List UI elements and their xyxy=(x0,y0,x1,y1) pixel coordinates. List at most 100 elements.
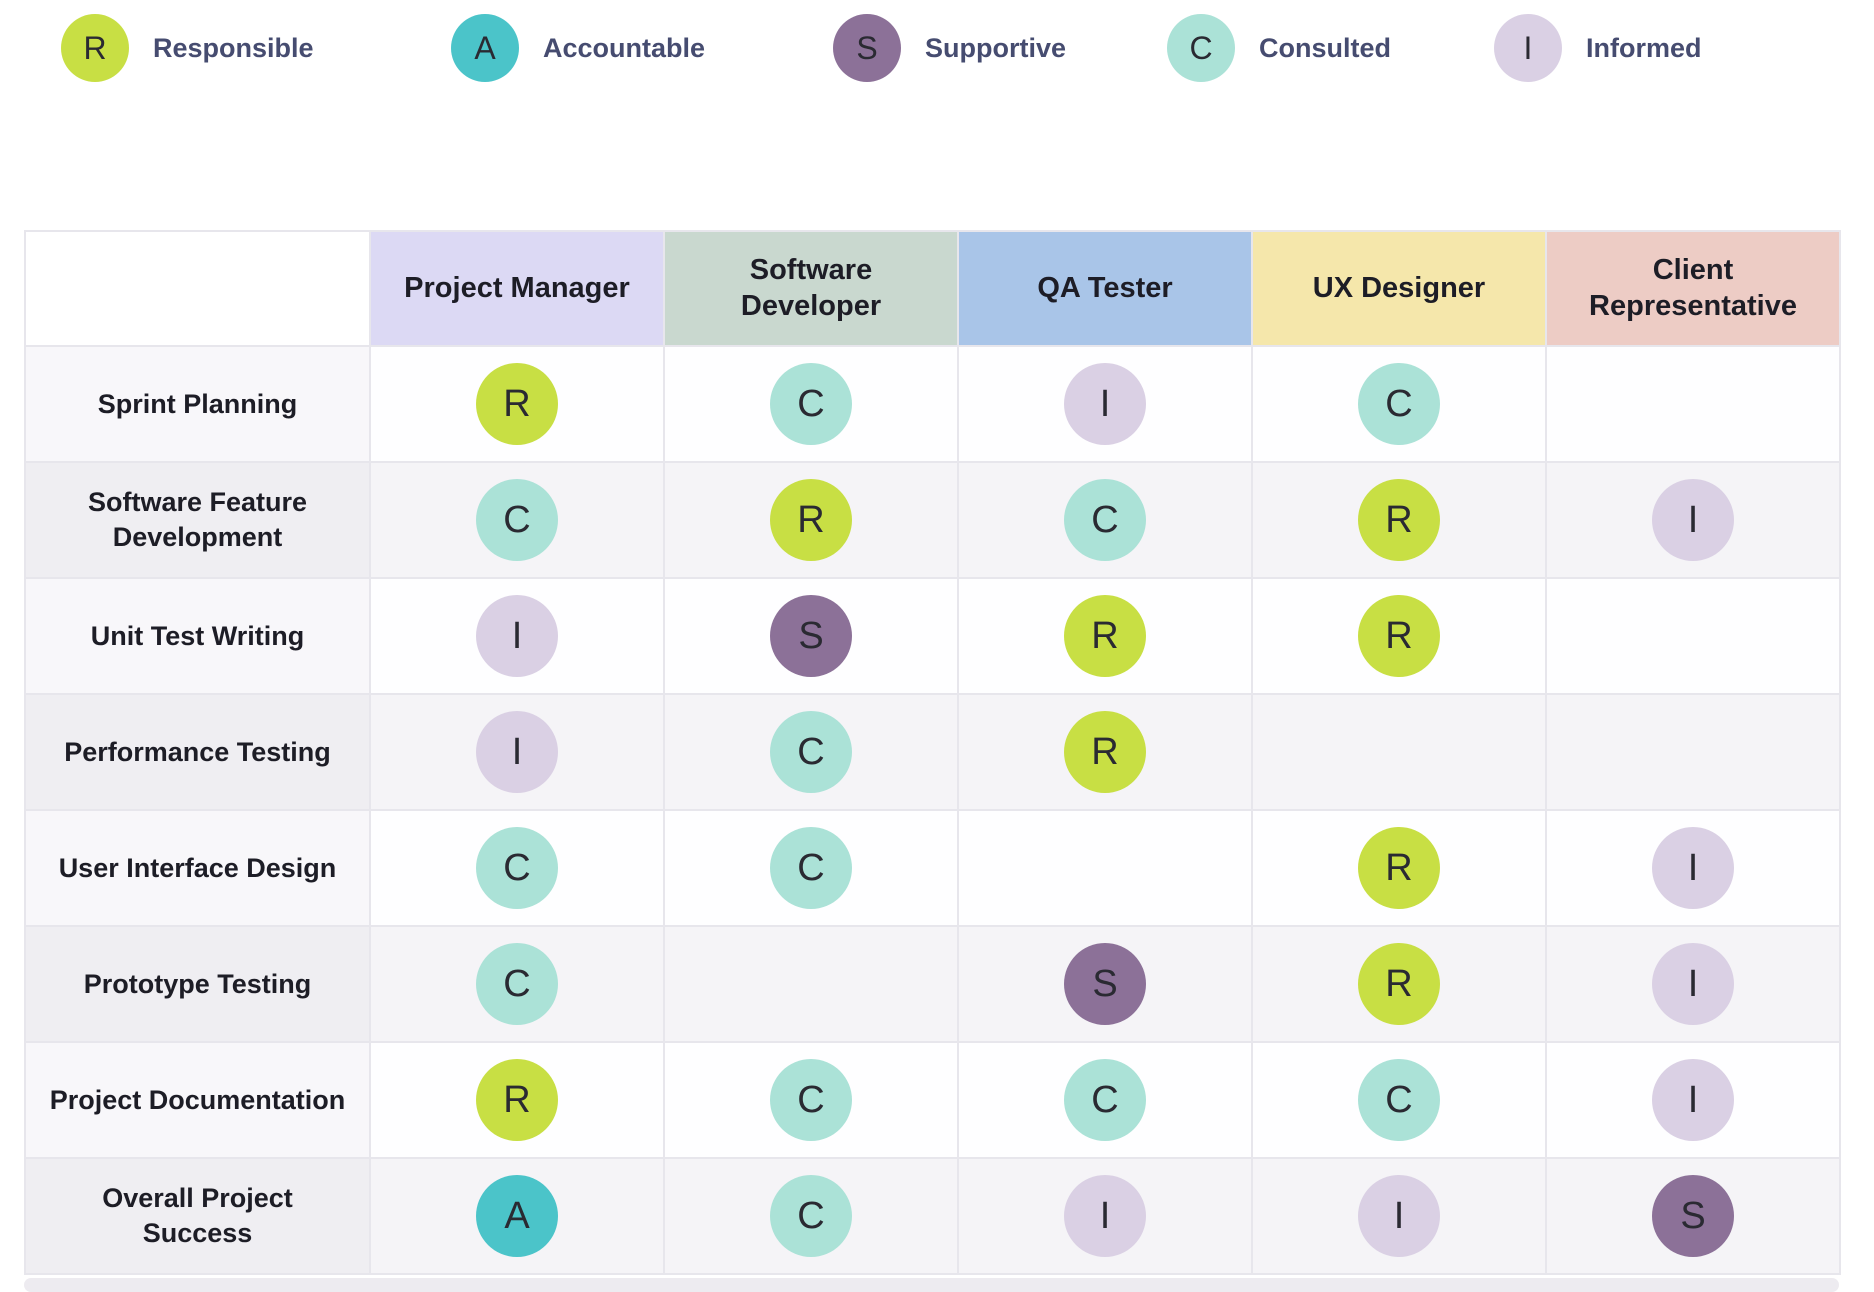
cell-project-documentation-project-manager: R xyxy=(369,1041,665,1159)
legend-label-accountable: Accountable xyxy=(543,32,706,63)
assignment-badge-r: R xyxy=(1358,943,1440,1025)
cell-prototype-testing-project-manager: C xyxy=(369,925,665,1043)
task-label-performance-testing: Performance Testing xyxy=(24,693,371,811)
cell-performance-testing-qa-tester: R xyxy=(957,693,1253,811)
assignment-badge-r: R xyxy=(1358,827,1440,909)
cell-software-feature-development-ux-designer: R xyxy=(1251,461,1547,579)
cell-unit-test-writing-ux-designer: R xyxy=(1251,577,1547,695)
task-row-sprint-planning: Sprint Planning R C I C xyxy=(24,345,1841,463)
column-header-software-developer: Software Developer xyxy=(663,230,959,347)
task-label-prototype-testing: Prototype Testing xyxy=(24,925,371,1043)
cell-project-documentation-qa-tester: C xyxy=(957,1041,1253,1159)
task-label-overall-project-success: Overall Project Success xyxy=(24,1157,371,1275)
assignment-badge-i: I xyxy=(1064,1175,1146,1257)
cell-prototype-testing-software-developer xyxy=(663,925,959,1043)
assignment-badge-a: A xyxy=(476,1175,558,1257)
cell-overall-project-success-ux-designer: I xyxy=(1251,1157,1547,1275)
cell-overall-project-success-client-representative: S xyxy=(1545,1157,1841,1275)
task-label-project-documentation: Project Documentation xyxy=(24,1041,371,1159)
cell-prototype-testing-ux-designer: R xyxy=(1251,925,1547,1043)
task-row-prototype-testing: Prototype Testing C S R I xyxy=(24,925,1841,1043)
assignment-badge-r: R xyxy=(770,479,852,561)
cell-user-interface-design-qa-tester xyxy=(957,809,1253,927)
assignment-badge-i: I xyxy=(1652,479,1734,561)
cell-project-documentation-ux-designer: C xyxy=(1251,1041,1547,1159)
task-row-performance-testing: Performance Testing I C R xyxy=(24,693,1841,811)
column-header-project-manager: Project Manager xyxy=(369,230,665,347)
cell-overall-project-success-software-developer: C xyxy=(663,1157,959,1275)
responsible-badge: R xyxy=(61,14,129,82)
assignment-badge-c: C xyxy=(770,1175,852,1257)
assignment-badge-s: S xyxy=(770,595,852,677)
assignment-badge-i: I xyxy=(1358,1175,1440,1257)
cell-sprint-planning-project-manager: R xyxy=(369,345,665,463)
assignment-badge-c: C xyxy=(1358,1059,1440,1141)
cell-overall-project-success-qa-tester: I xyxy=(957,1157,1253,1275)
column-header-client-representative: Client Representative xyxy=(1545,230,1841,347)
assignment-badge-c: C xyxy=(770,827,852,909)
assignment-badge-r: R xyxy=(476,1059,558,1141)
cell-unit-test-writing-client-representative xyxy=(1545,577,1841,695)
cell-prototype-testing-client-representative: I xyxy=(1545,925,1841,1043)
assignment-badge-i: I xyxy=(476,595,558,677)
legend-item-supportive: S Supportive xyxy=(833,14,1066,82)
cell-performance-testing-project-manager: I xyxy=(369,693,665,811)
cell-software-feature-development-qa-tester: C xyxy=(957,461,1253,579)
assignment-badge-c: C xyxy=(770,363,852,445)
assignment-badge-r: R xyxy=(1064,595,1146,677)
cell-performance-testing-client-representative xyxy=(1545,693,1841,811)
assignment-badge-s: S xyxy=(1652,1175,1734,1257)
cell-user-interface-design-client-representative: I xyxy=(1545,809,1841,927)
cell-performance-testing-ux-designer xyxy=(1251,693,1547,811)
assignment-badge-r: R xyxy=(476,363,558,445)
task-label-sprint-planning: Sprint Planning xyxy=(24,345,371,463)
task-row-project-documentation: Project Documentation R C C C I xyxy=(24,1041,1841,1159)
assignment-badge-s: S xyxy=(1064,943,1146,1025)
corner-cell xyxy=(24,230,371,347)
cell-user-interface-design-software-developer: C xyxy=(663,809,959,927)
cell-sprint-planning-client-representative xyxy=(1545,345,1841,463)
column-header-ux-designer: UX Designer xyxy=(1251,230,1547,347)
cell-project-documentation-software-developer: C xyxy=(663,1041,959,1159)
cell-unit-test-writing-qa-tester: R xyxy=(957,577,1253,695)
cell-software-feature-development-client-representative: I xyxy=(1545,461,1841,579)
assignment-badge-i: I xyxy=(1652,943,1734,1025)
supportive-badge: S xyxy=(833,14,901,82)
task-label-user-interface-design: User Interface Design xyxy=(24,809,371,927)
informed-badge: I xyxy=(1494,14,1562,82)
cell-project-documentation-client-representative: I xyxy=(1545,1041,1841,1159)
cell-software-feature-development-software-developer: R xyxy=(663,461,959,579)
assignment-badge-r: R xyxy=(1064,711,1146,793)
assignment-badge-i: I xyxy=(1652,827,1734,909)
cell-user-interface-design-project-manager: C xyxy=(369,809,665,927)
cell-sprint-planning-software-developer: C xyxy=(663,345,959,463)
horizontal-scrollbar[interactable] xyxy=(24,1278,1839,1292)
column-header-qa-tester: QA Tester xyxy=(957,230,1253,347)
assignment-badge-c: C xyxy=(770,1059,852,1141)
assignment-badge-c: C xyxy=(1358,363,1440,445)
assignment-badge-c: C xyxy=(476,943,558,1025)
assignment-badge-c: C xyxy=(476,827,558,909)
cell-sprint-planning-ux-designer: C xyxy=(1251,345,1547,463)
cell-prototype-testing-qa-tester: S xyxy=(957,925,1253,1043)
task-row-user-interface-design: User Interface Design C C R I xyxy=(24,809,1841,927)
cell-sprint-planning-qa-tester: I xyxy=(957,345,1253,463)
assignment-badge-c: C xyxy=(1064,1059,1146,1141)
assignment-badge-i: I xyxy=(476,711,558,793)
legend-label-responsible: Responsible xyxy=(153,32,314,63)
cell-user-interface-design-ux-designer: R xyxy=(1251,809,1547,927)
task-label-software-feature-development: Software Feature Development xyxy=(24,461,371,579)
assignment-badge-r: R xyxy=(1358,479,1440,561)
assignment-badge-c: C xyxy=(476,479,558,561)
assignment-badge-c: C xyxy=(1064,479,1146,561)
legend-label-supportive: Supportive xyxy=(925,32,1067,63)
task-row-overall-project-success: Overall Project Success A C I I S xyxy=(24,1157,1841,1275)
assignment-badge-c: C xyxy=(770,711,852,793)
